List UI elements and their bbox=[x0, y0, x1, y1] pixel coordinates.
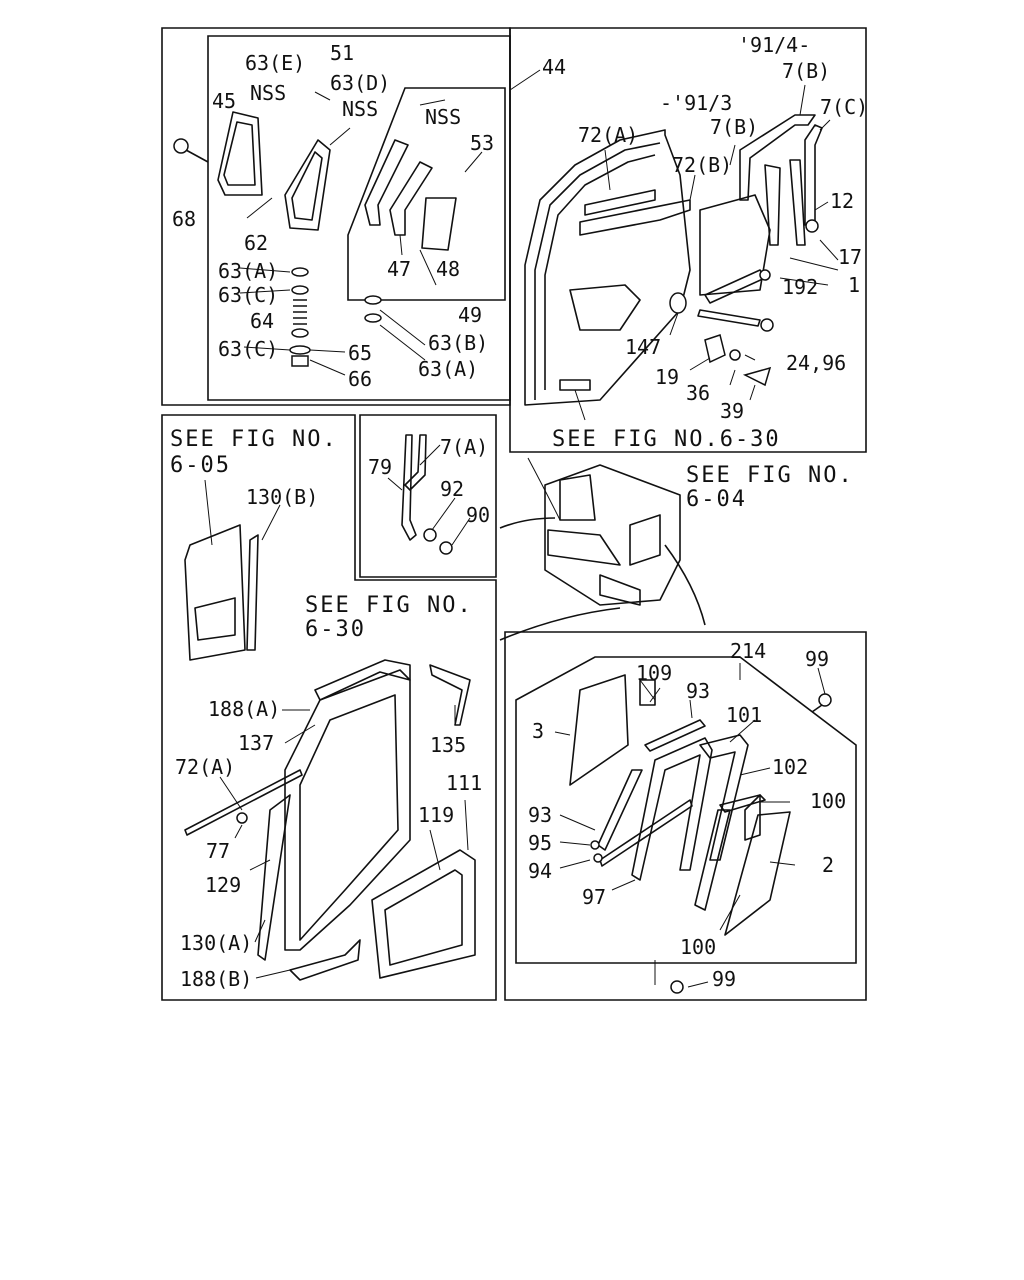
label-rev-1: '91/4- bbox=[738, 33, 810, 57]
label-1: 1 bbox=[848, 273, 860, 297]
label-100a: 100 bbox=[810, 789, 846, 813]
label-7b-1: 7(B) bbox=[782, 59, 830, 83]
nss-seals bbox=[364, 139, 457, 323]
label-66: 66 bbox=[348, 367, 372, 391]
label-64: 64 bbox=[250, 309, 274, 333]
label-63d: 63(D) bbox=[330, 71, 390, 95]
label-7c: 7(C) bbox=[820, 95, 868, 119]
ref-6-30-lower-line2: 6-30 bbox=[305, 617, 366, 642]
label-49: 49 bbox=[458, 303, 482, 327]
label-72a-2: 72(A) bbox=[175, 755, 235, 779]
label-214: 214 bbox=[730, 639, 766, 663]
label-53: 53 bbox=[470, 131, 494, 155]
fastener-stack bbox=[289, 267, 311, 367]
label-111: 111 bbox=[446, 771, 482, 795]
label-44: 44 bbox=[542, 55, 566, 79]
label-63c-2: 63(C) bbox=[218, 337, 278, 361]
ref-6-04-line2: 6-04 bbox=[686, 487, 747, 512]
frame-nss-inset bbox=[347, 87, 506, 301]
label-93b: 93 bbox=[528, 803, 552, 827]
label-24-96: 24,96 bbox=[786, 351, 846, 375]
ref-6-30-lower-line1: SEE FIG NO. bbox=[305, 593, 473, 618]
label-65: 65 bbox=[348, 341, 372, 365]
label-92: 92 bbox=[440, 477, 464, 501]
cab-illustration bbox=[499, 457, 706, 641]
ref-6-05-line1: SEE FIG NO. bbox=[170, 427, 338, 452]
label-36: 36 bbox=[686, 381, 710, 405]
label-192: 192 bbox=[782, 275, 818, 299]
step-cover-130b bbox=[184, 479, 281, 661]
label-nss-2: NSS bbox=[342, 97, 378, 121]
label-109: 109 bbox=[636, 661, 672, 685]
label-94: 94 bbox=[528, 859, 552, 883]
frame-top-right bbox=[509, 27, 867, 453]
sliding-window-assembly bbox=[554, 663, 832, 994]
door-glass-top bbox=[699, 114, 823, 296]
ref-6-05-line2: 6-05 bbox=[170, 453, 231, 478]
label-7b-2: 7(B) bbox=[710, 115, 758, 139]
label-63a-1: 63(A) bbox=[218, 259, 278, 283]
label-188b: 188(B) bbox=[180, 967, 252, 991]
label-48: 48 bbox=[436, 257, 460, 281]
label-17: 17 bbox=[838, 245, 862, 269]
label-147: 147 bbox=[625, 335, 661, 359]
label-93a: 93 bbox=[686, 679, 710, 703]
label-95: 95 bbox=[528, 831, 552, 855]
seal-7a-79 bbox=[387, 434, 471, 555]
label-63c-1: 63(C) bbox=[218, 283, 278, 307]
label-135: 135 bbox=[430, 733, 466, 757]
label-77: 77 bbox=[206, 839, 230, 863]
label-19: 19 bbox=[655, 365, 679, 389]
door-assembly-top bbox=[524, 129, 691, 406]
figure-references: SEE FIG NO.6-30 SEE FIG NO. 6-05 SEE FIG… bbox=[170, 427, 854, 642]
label-68: 68 bbox=[172, 207, 196, 231]
frame-window-inset bbox=[515, 656, 857, 964]
label-79: 79 bbox=[368, 455, 392, 479]
label-62: 62 bbox=[244, 231, 268, 255]
door-assembly-lower bbox=[184, 659, 476, 981]
label-63a-2: 63(A) bbox=[418, 357, 478, 381]
label-99b: 99 bbox=[712, 967, 736, 991]
frame-left-middle bbox=[161, 414, 497, 1001]
frame-bottom-right bbox=[504, 631, 867, 1001]
label-99a: 99 bbox=[805, 647, 829, 671]
label-47: 47 bbox=[387, 257, 411, 281]
label-129: 129 bbox=[205, 873, 241, 897]
label-100b: 100 bbox=[680, 935, 716, 959]
quarter-window-frame bbox=[284, 139, 331, 231]
label-3: 3 bbox=[532, 719, 544, 743]
bolt-68 bbox=[173, 138, 209, 163]
label-90: 90 bbox=[466, 503, 490, 527]
label-12: 12 bbox=[830, 189, 854, 213]
part-labels: 63(E) 51 63(D) 45 NSS NSS 68 62 63(A) 63… bbox=[172, 33, 868, 991]
label-102: 102 bbox=[772, 755, 808, 779]
label-130a: 130(A) bbox=[180, 931, 252, 955]
label-rev-2: -'91/3 bbox=[660, 91, 732, 115]
label-137: 137 bbox=[238, 731, 274, 755]
ref-6-30-top: SEE FIG NO.6-30 bbox=[552, 427, 781, 452]
label-7a: 7(A) bbox=[440, 435, 488, 459]
label-72b: 72(B) bbox=[672, 153, 732, 177]
label-39: 39 bbox=[720, 399, 744, 423]
label-130b: 130(B) bbox=[246, 485, 318, 509]
label-45: 45 bbox=[212, 89, 236, 113]
label-nss-3: NSS bbox=[425, 105, 461, 129]
label-188a: 188(A) bbox=[208, 697, 280, 721]
label-97: 97 bbox=[582, 885, 606, 909]
quarter-window-45 bbox=[217, 111, 263, 196]
frame-small-box bbox=[359, 414, 497, 578]
leader-lines-top-left bbox=[239, 91, 483, 376]
label-2: 2 bbox=[822, 853, 834, 877]
label-nss-1: NSS bbox=[250, 81, 286, 105]
ref-6-04-line1: SEE FIG NO. bbox=[686, 463, 854, 488]
label-72a-1: 72(A) bbox=[578, 123, 638, 147]
label-51: 51 bbox=[330, 41, 354, 65]
label-101: 101 bbox=[726, 703, 762, 727]
label-63e: 63(E) bbox=[245, 51, 305, 75]
leader-lines-top-right bbox=[509, 69, 839, 421]
label-63b: 63(B) bbox=[428, 331, 488, 355]
label-119: 119 bbox=[418, 803, 454, 827]
